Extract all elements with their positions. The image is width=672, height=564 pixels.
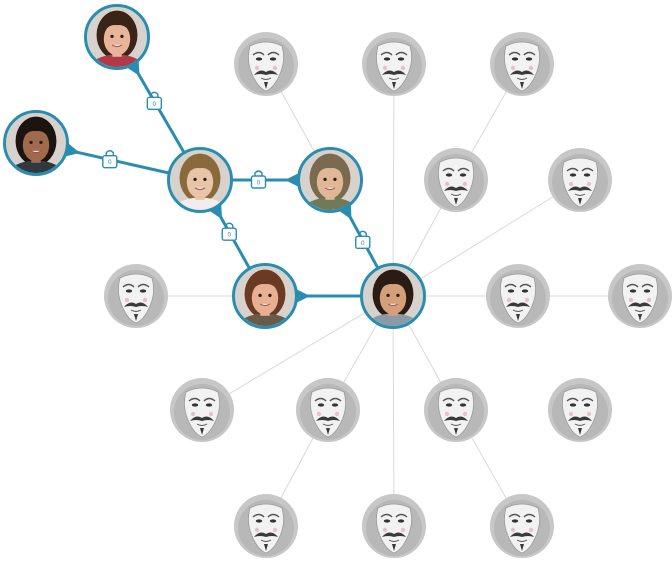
anonymous-mask-icon[interactable] [608, 264, 672, 328]
lock-count-label: 0 [257, 180, 261, 187]
connection-line [392, 63, 395, 297]
person-photo-icon[interactable] [232, 263, 310, 343]
lock-badges: 0 0 0 0 0 [102, 91, 371, 250]
anonymous-mask-icon[interactable] [424, 378, 488, 442]
lock-count-label: 0 [227, 232, 231, 239]
lock-count-label: 0 [361, 240, 365, 247]
person-photo-icon[interactable] [167, 147, 233, 227]
padlock-icon: 0 [221, 222, 237, 241]
anonymous-mask-icon[interactable] [362, 32, 426, 96]
anonymous-mask-icon[interactable] [548, 148, 612, 212]
padlock-icon: 0 [355, 230, 371, 250]
anonymous-mask-icon[interactable] [296, 378, 360, 442]
anonymous-mask-icon[interactable] [234, 494, 298, 558]
padlock-icon: 0 [102, 149, 118, 169]
person-photo-icon[interactable] [3, 110, 80, 190]
lock-count-label: 0 [152, 101, 156, 108]
lock-count-label: 0 [108, 159, 112, 166]
anonymous-mask-icon[interactable] [234, 32, 298, 96]
anonymous-mask-icon[interactable] [104, 264, 168, 328]
anonymous-mask-icon[interactable] [490, 32, 554, 96]
person-photo-icon[interactable] [84, 4, 150, 84]
anonymous-mask-icon[interactable] [170, 378, 234, 442]
anonymous-mask-icon[interactable] [490, 494, 554, 558]
anonymous-mask-icon[interactable] [362, 494, 426, 558]
connection-line [392, 295, 395, 527]
person-photo-icon[interactable] [285, 147, 363, 227]
anonymous-mask-icon[interactable] [548, 378, 612, 442]
anonymous-mask-icon[interactable] [424, 148, 488, 212]
padlock-icon: 0 [250, 170, 267, 189]
anonymous-mask-icon[interactable] [486, 264, 550, 328]
padlock-icon: 0 [146, 91, 163, 111]
person-photo-icon[interactable] [360, 263, 426, 343]
connection-line [392, 179, 581, 297]
avatar-nodes [3, 4, 672, 558]
connection-line [201, 295, 394, 411]
